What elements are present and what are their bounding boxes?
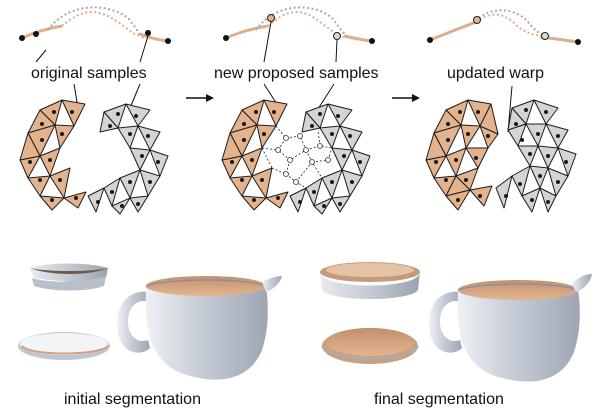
label-final-segmentation: final segmentation xyxy=(374,391,504,408)
initial-base-piece xyxy=(18,332,110,360)
mesh-proposed-gray xyxy=(289,103,371,215)
final-base-piece xyxy=(321,328,419,364)
arrow-right-icon xyxy=(186,94,214,102)
mesh-original-gray xyxy=(87,103,169,215)
mesh-updated-orange xyxy=(425,99,499,211)
panel-updated: updated warp xyxy=(425,9,581,213)
initial-rim-piece xyxy=(30,263,108,291)
arrow-right-icon xyxy=(392,94,420,102)
label-initial-segmentation: initial segmentation xyxy=(64,391,201,408)
initial-pot xyxy=(117,276,282,380)
label-updated-warp: updated warp xyxy=(447,65,544,82)
curve-updated xyxy=(427,9,581,45)
proposed-points xyxy=(275,133,331,185)
curve-original xyxy=(19,6,171,44)
final-rim-piece xyxy=(320,262,420,299)
initial-segmentation: initial segmentation xyxy=(18,263,282,408)
mesh-proposed-orange xyxy=(221,99,289,211)
label-original-samples: original samples xyxy=(31,65,147,82)
panel-proposed: new proposed samples xyxy=(214,6,379,215)
panel-original: original samples xyxy=(19,6,171,215)
mesh-updated-gray xyxy=(495,99,577,213)
mesh-original-orange xyxy=(19,99,87,211)
label-new-proposed-samples: new proposed samples xyxy=(214,65,379,82)
curve-proposed xyxy=(223,6,375,44)
final-segmentation: final segmentation xyxy=(320,262,592,408)
final-pot xyxy=(429,274,592,382)
